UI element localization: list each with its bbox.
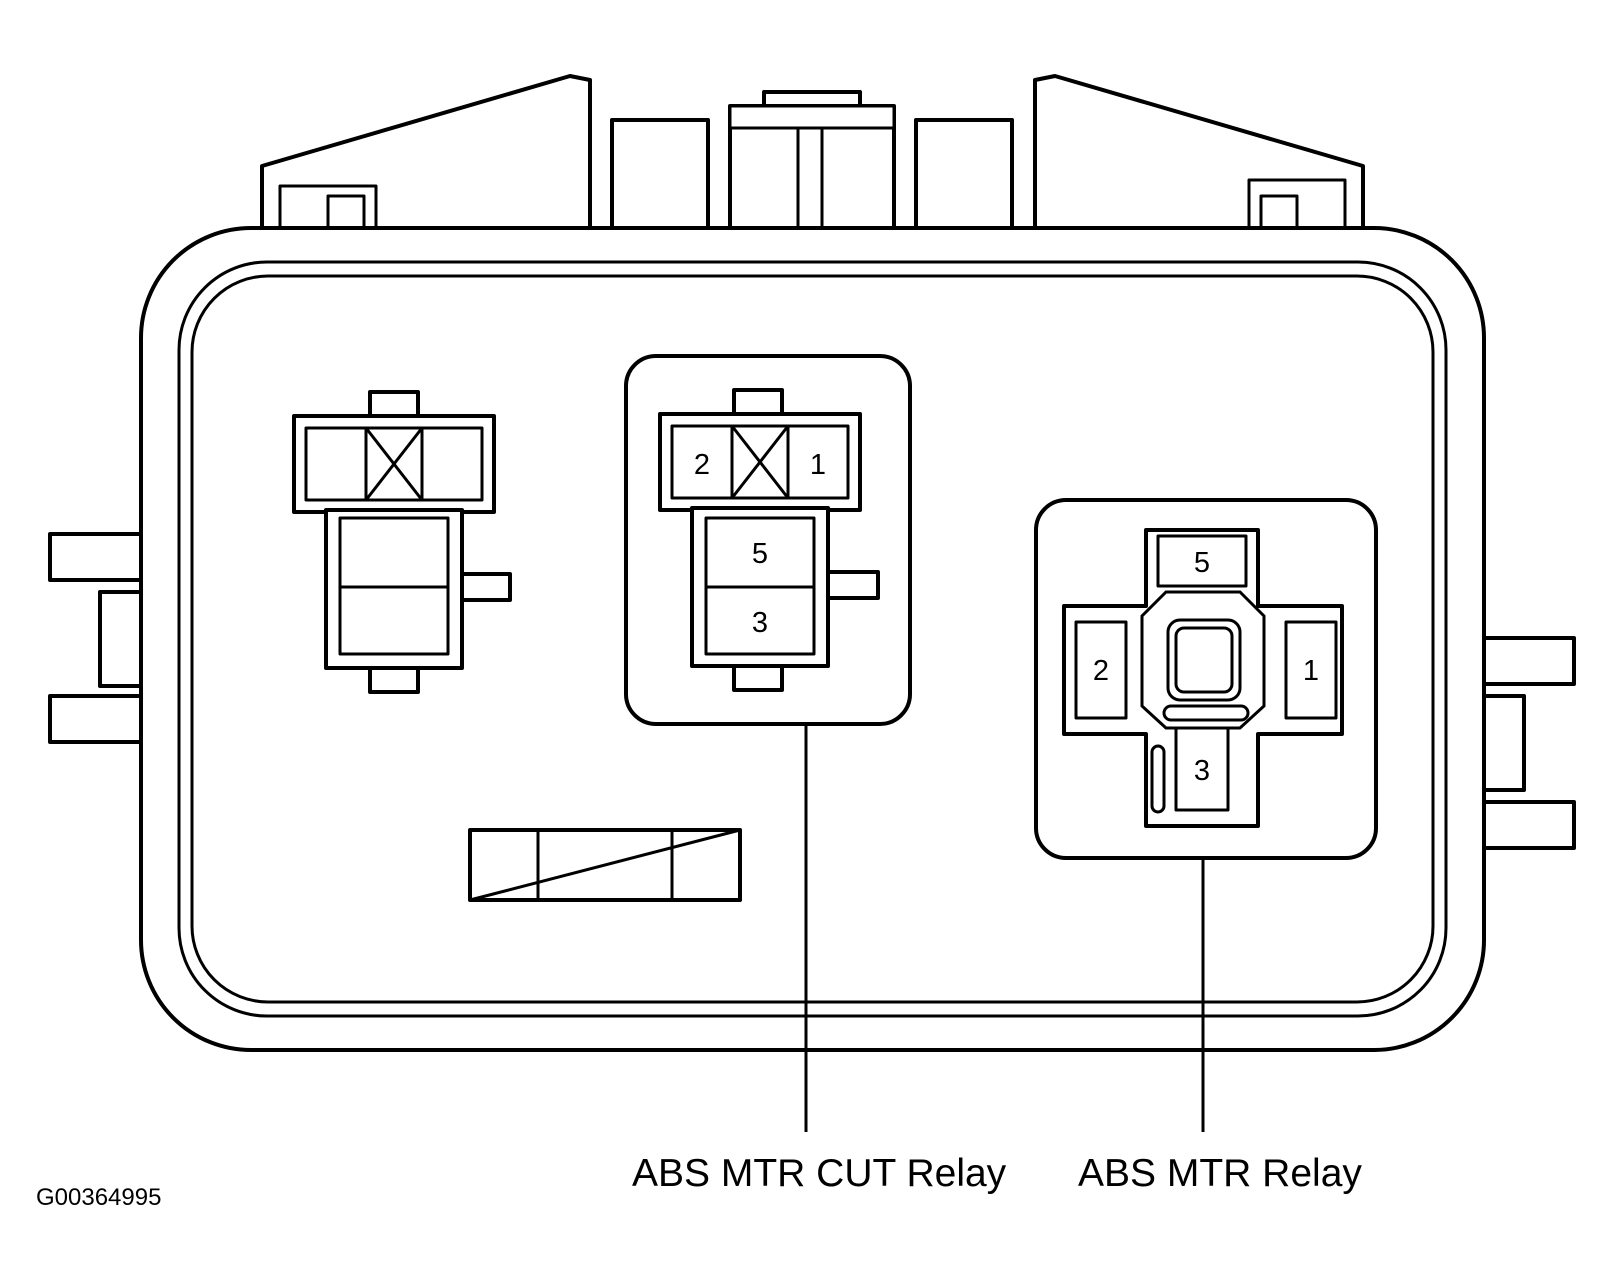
abs-mtr-cut-relay-label: ABS MTR CUT Relay	[632, 1152, 1007, 1195]
cut-relay-pin-5: 5	[752, 538, 768, 570]
cut-relay-pin-3: 3	[752, 607, 768, 639]
abs-mtr-relay-label: ABS MTR Relay	[1078, 1152, 1362, 1195]
abs-mtr-relay-socket: 5 2 1 3	[1034, 498, 1378, 860]
housing-top-latches	[260, 74, 1365, 230]
fuse-slot	[468, 828, 742, 902]
cut-relay-pin-1: 1	[810, 449, 826, 481]
mtr-relay-pin-5: 5	[1194, 547, 1210, 579]
mtr-relay-pin-2: 2	[1093, 655, 1109, 687]
figure-id: G00364995	[36, 1184, 161, 1211]
cut-relay-pin-2: 2	[694, 449, 710, 481]
mtr-relay-pin-1: 1	[1303, 655, 1319, 687]
blank-relay-socket	[292, 390, 512, 694]
abs-mtr-cut-relay-socket: 2 1 5 3	[624, 354, 912, 726]
mtr-relay-pin-3: 3	[1194, 755, 1210, 787]
